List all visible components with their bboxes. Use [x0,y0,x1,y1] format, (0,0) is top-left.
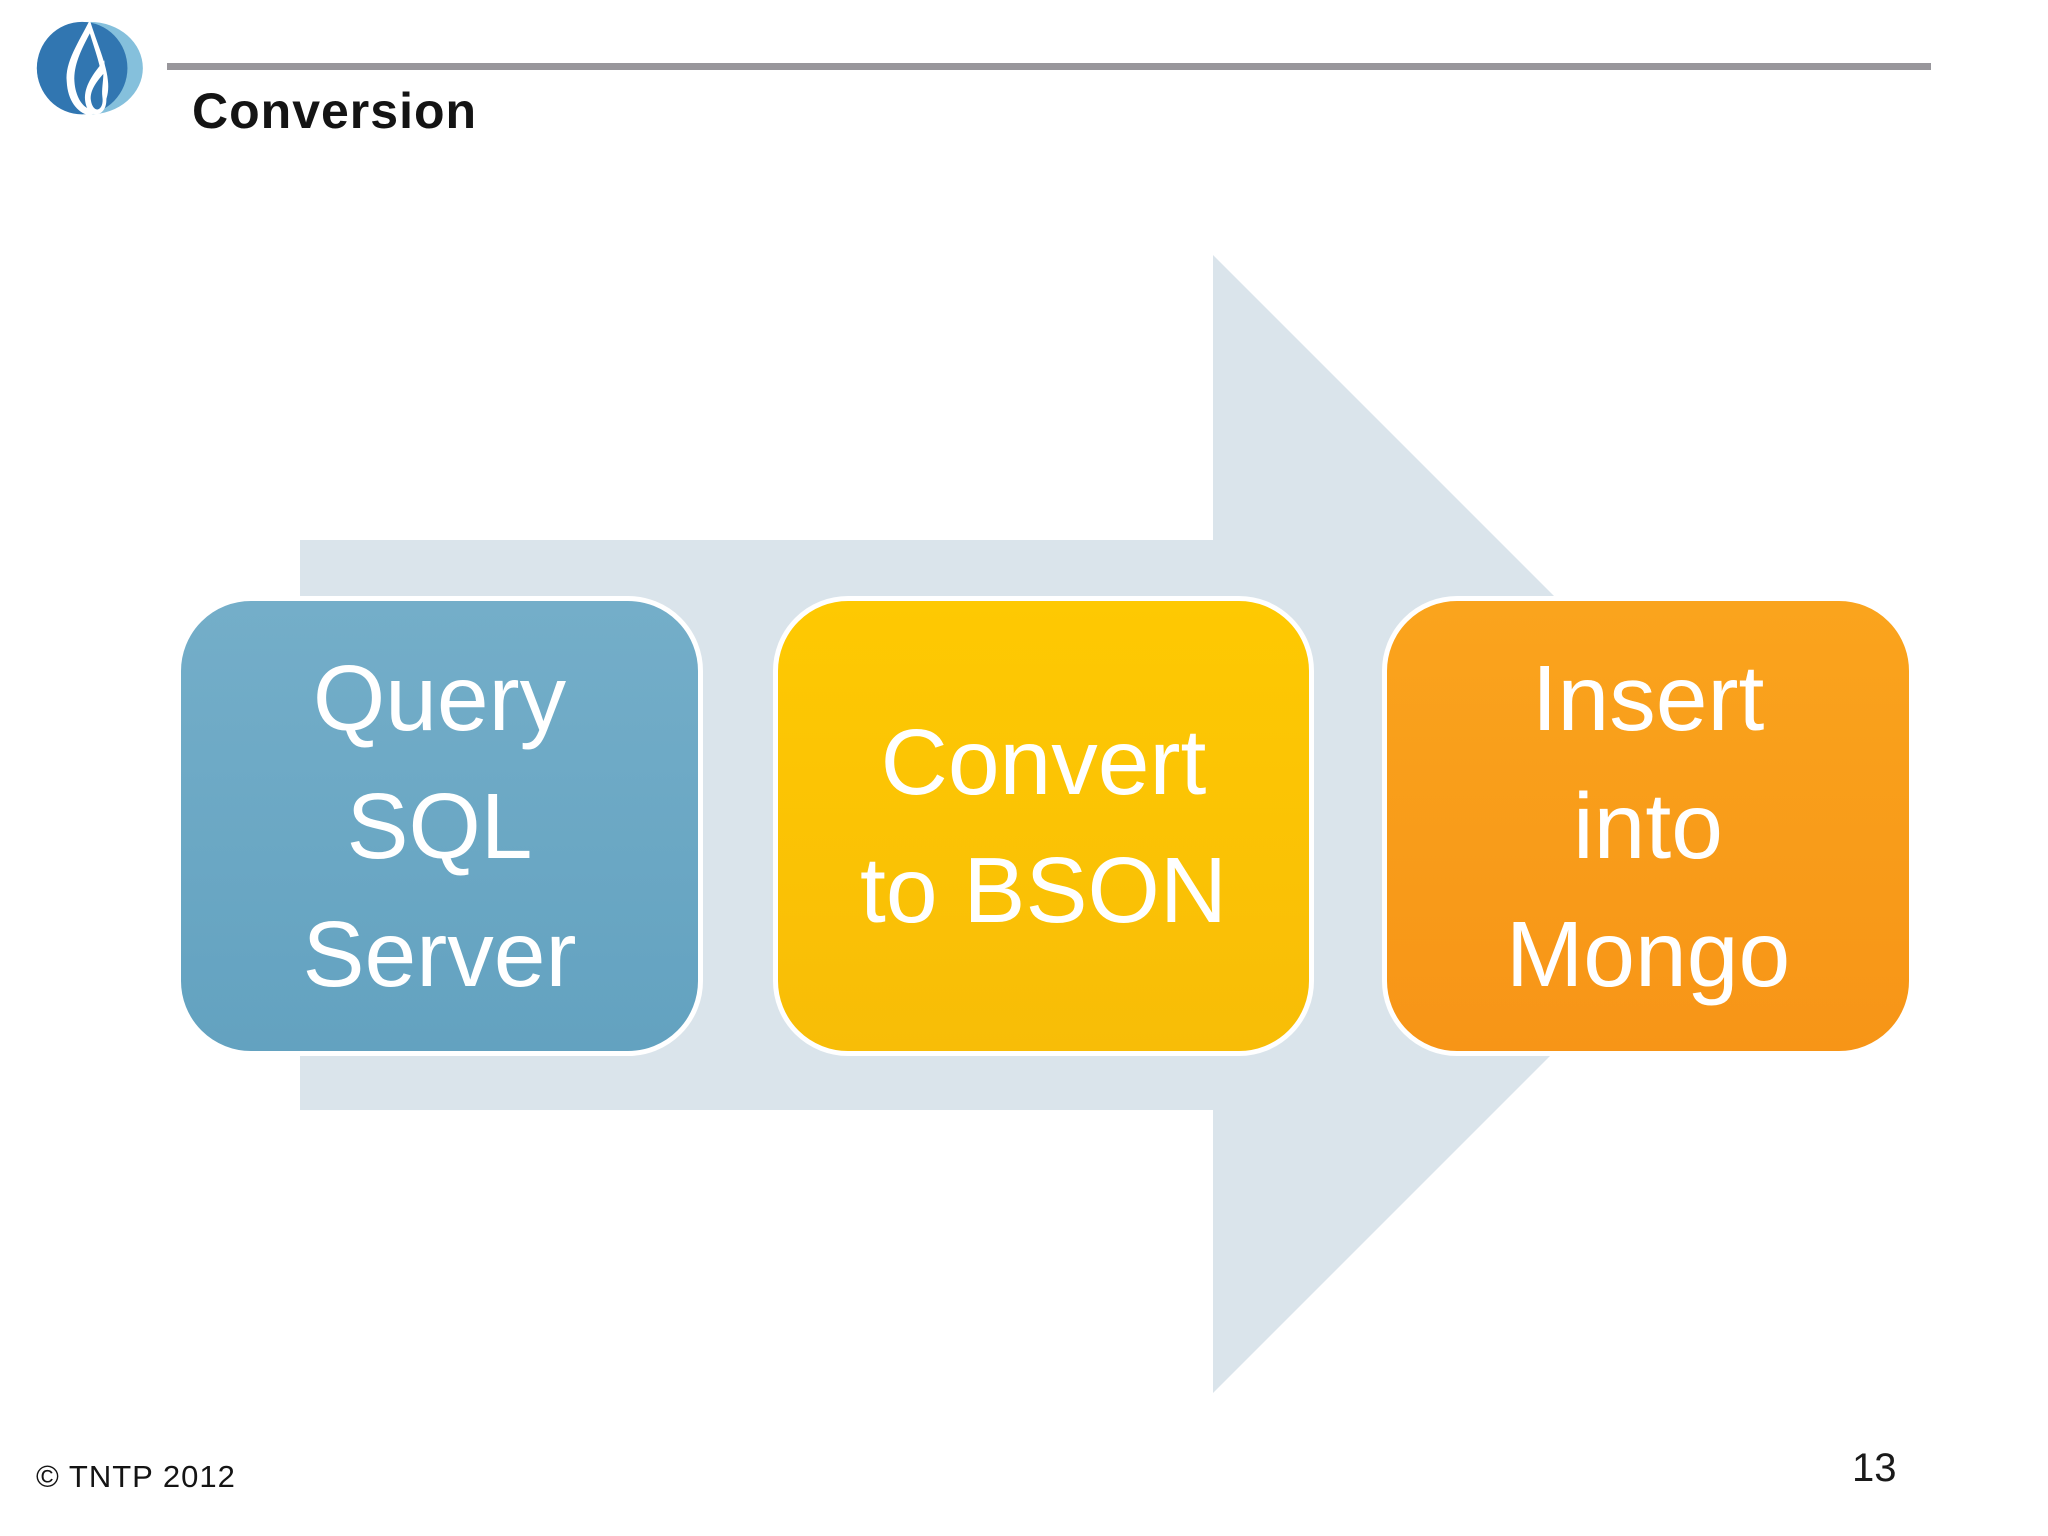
slide-title: Conversion [192,83,478,139]
flame-logo-icon [36,19,143,116]
process-step-convert-to-bson: Convert to BSON [773,596,1314,1056]
step-label-line: into [1573,774,1723,878]
process-step-insert-into-mongo: Insert into Mongo [1382,596,1914,1056]
step-label-line: Convert [880,710,1207,814]
step-label: Insert into Mongo [1506,634,1790,1018]
step-label-line: Query [312,646,567,750]
step-label: Query SQL Server [303,634,577,1018]
page-number: 13 [1852,1446,1897,1490]
step-label: Convert to BSON [860,698,1227,954]
step-label-line: to BSON [860,838,1227,942]
step-label-line: Insert [1531,646,1765,750]
logo-small-flame-core [90,73,104,110]
footer-copyright: © TNTP 2012 [36,1459,236,1494]
process-step-query-sql-server: Query SQL Server [176,596,703,1056]
header-divider-line [167,63,1931,70]
step-label-line: Server [302,902,577,1006]
step-label-line: Mongo [1505,902,1791,1006]
step-label-line: SQL [346,774,533,878]
